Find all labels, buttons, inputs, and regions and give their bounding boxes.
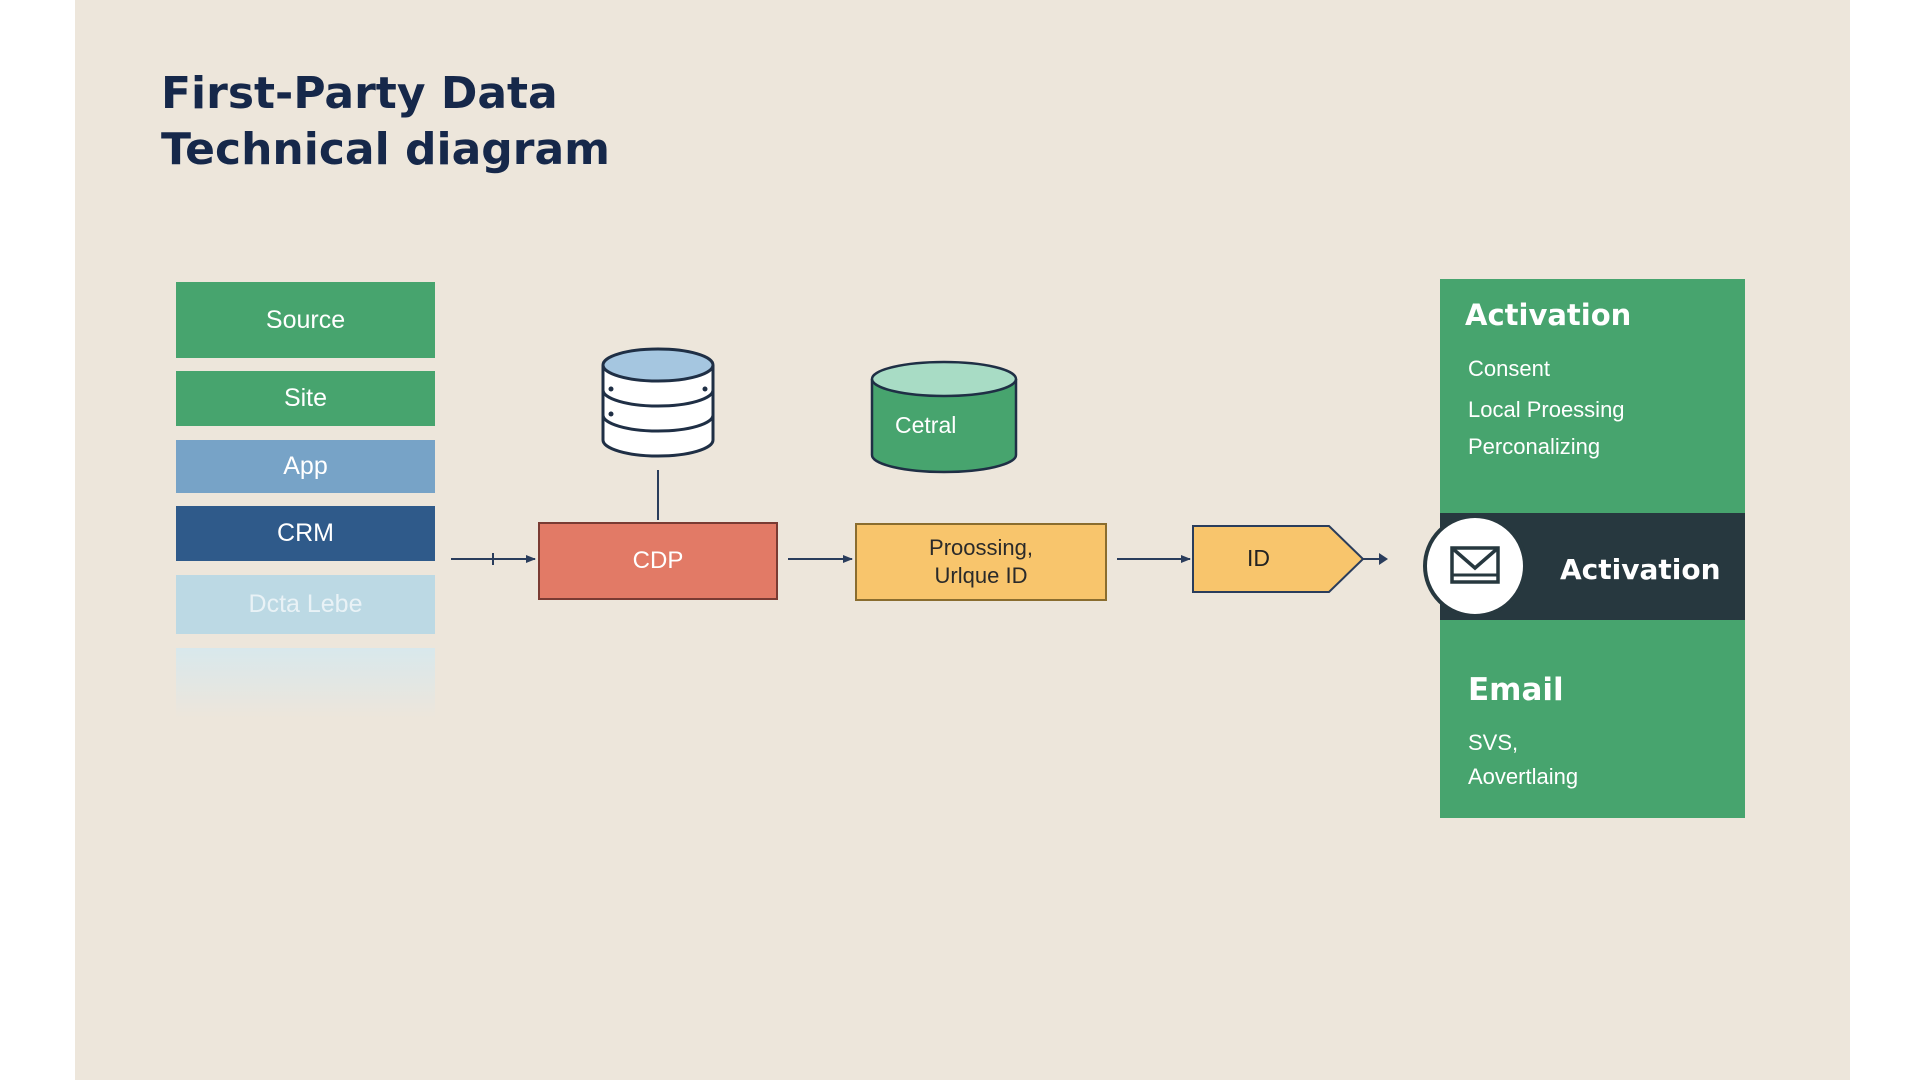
source-header: Source <box>176 282 435 358</box>
source-fade-placeholder <box>176 648 435 718</box>
diagram-title: First-Party Data Technical diagram <box>161 66 610 178</box>
diagram-connectors <box>451 347 1388 593</box>
central-label: Cetral <box>895 412 957 438</box>
title-line-1: First-Party Data <box>161 68 558 119</box>
processing-line-2: Urlque ID <box>934 563 1028 588</box>
email-badge <box>1423 514 1527 618</box>
title-line-2: Technical diagram <box>161 124 611 175</box>
activation-item-personalizing: Perconalizing <box>1468 434 1601 459</box>
cdp-box: CDP <box>538 522 778 600</box>
envelope-icon <box>1450 546 1500 584</box>
activation-item-consent: Consent <box>1468 356 1550 381</box>
email-heading: Email <box>1468 672 1564 708</box>
diagram-canvas: First-Party Data Technical diagram Sourc… <box>75 0 1850 1080</box>
id-tag-shape <box>1192 525 1365 593</box>
activation-channel-label: Activation <box>1560 553 1721 586</box>
email-item-advertising: Aovertlaing <box>1468 764 1579 789</box>
central-database-shape <box>870 360 1018 474</box>
arrow-sources-to-cdp <box>451 553 536 565</box>
source-database: Dcta Lebe <box>176 575 435 634</box>
source-app: App <box>176 440 435 493</box>
source-site: Site <box>176 371 435 426</box>
activation-item-local-processing: Local Proessing <box>1468 397 1625 422</box>
processing-box: Proossing, Urlque ID <box>855 523 1107 601</box>
database-icon <box>601 347 715 458</box>
processing-line-1: Proossing, <box>929 535 1033 560</box>
email-item-sms: SVS, <box>1468 730 1519 755</box>
id-label: ID <box>1247 545 1270 571</box>
source-crm: CRM <box>176 506 435 561</box>
activation-heading: Activation <box>1465 298 1632 332</box>
